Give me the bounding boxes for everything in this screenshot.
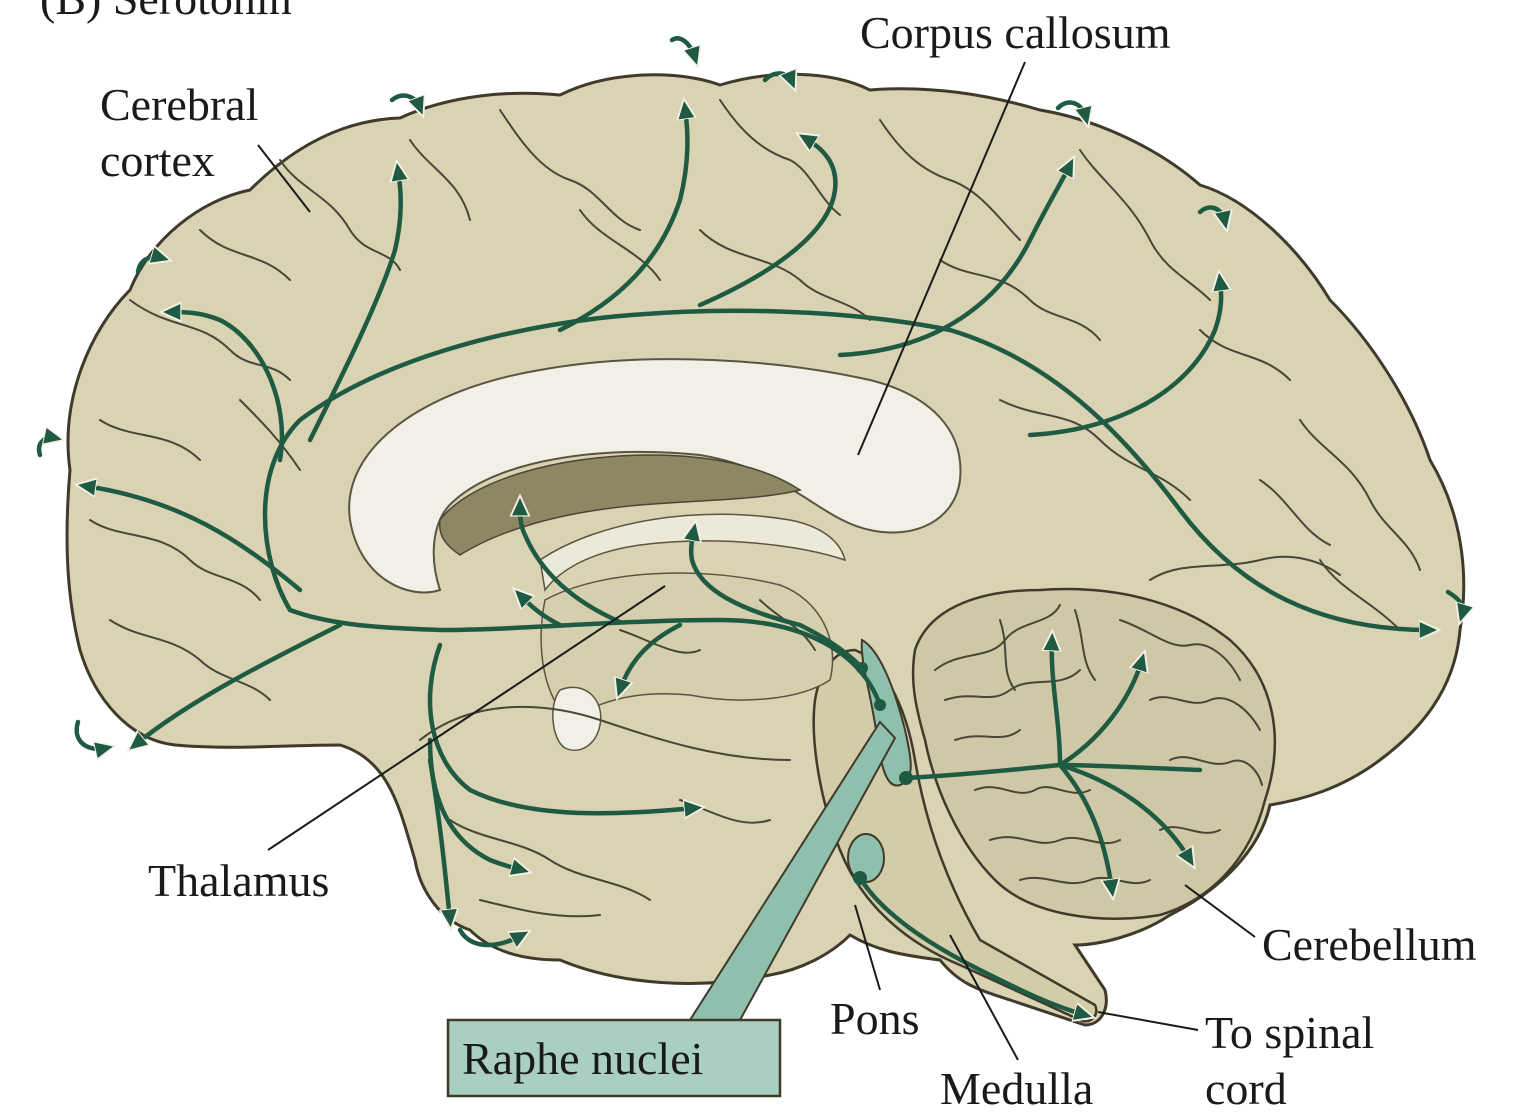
label-corpus-callosum: Corpus callosum <box>860 7 1171 58</box>
label-to-spinal-cord-line1: To spinal <box>1205 1007 1374 1058</box>
panel-label: (B) Serotonin <box>40 0 292 24</box>
leader-cerebellum <box>1185 885 1255 937</box>
label-cerebral-cortex-line1: Cerebral <box>100 79 258 130</box>
label-pons: Pons <box>830 993 919 1044</box>
leader-to-spinal-cord <box>1098 1012 1198 1030</box>
fiber-origin-dot-4 <box>853 871 867 885</box>
label-cerebellum: Cerebellum <box>1262 919 1477 970</box>
label-medulla: Medulla <box>940 1063 1093 1112</box>
label-to-spinal-cord-line2: cord <box>1205 1063 1287 1112</box>
label-cerebral-cortex-line2: cortex <box>100 135 215 186</box>
fiber-origin-dot-2 <box>874 699 886 711</box>
label-raphe-nuclei: Raphe nuclei <box>462 1033 703 1084</box>
label-thalamus: Thalamus <box>148 855 329 906</box>
fiber-origin-dot-3 <box>899 771 913 785</box>
fiber-origin-dot-1 <box>856 662 868 674</box>
